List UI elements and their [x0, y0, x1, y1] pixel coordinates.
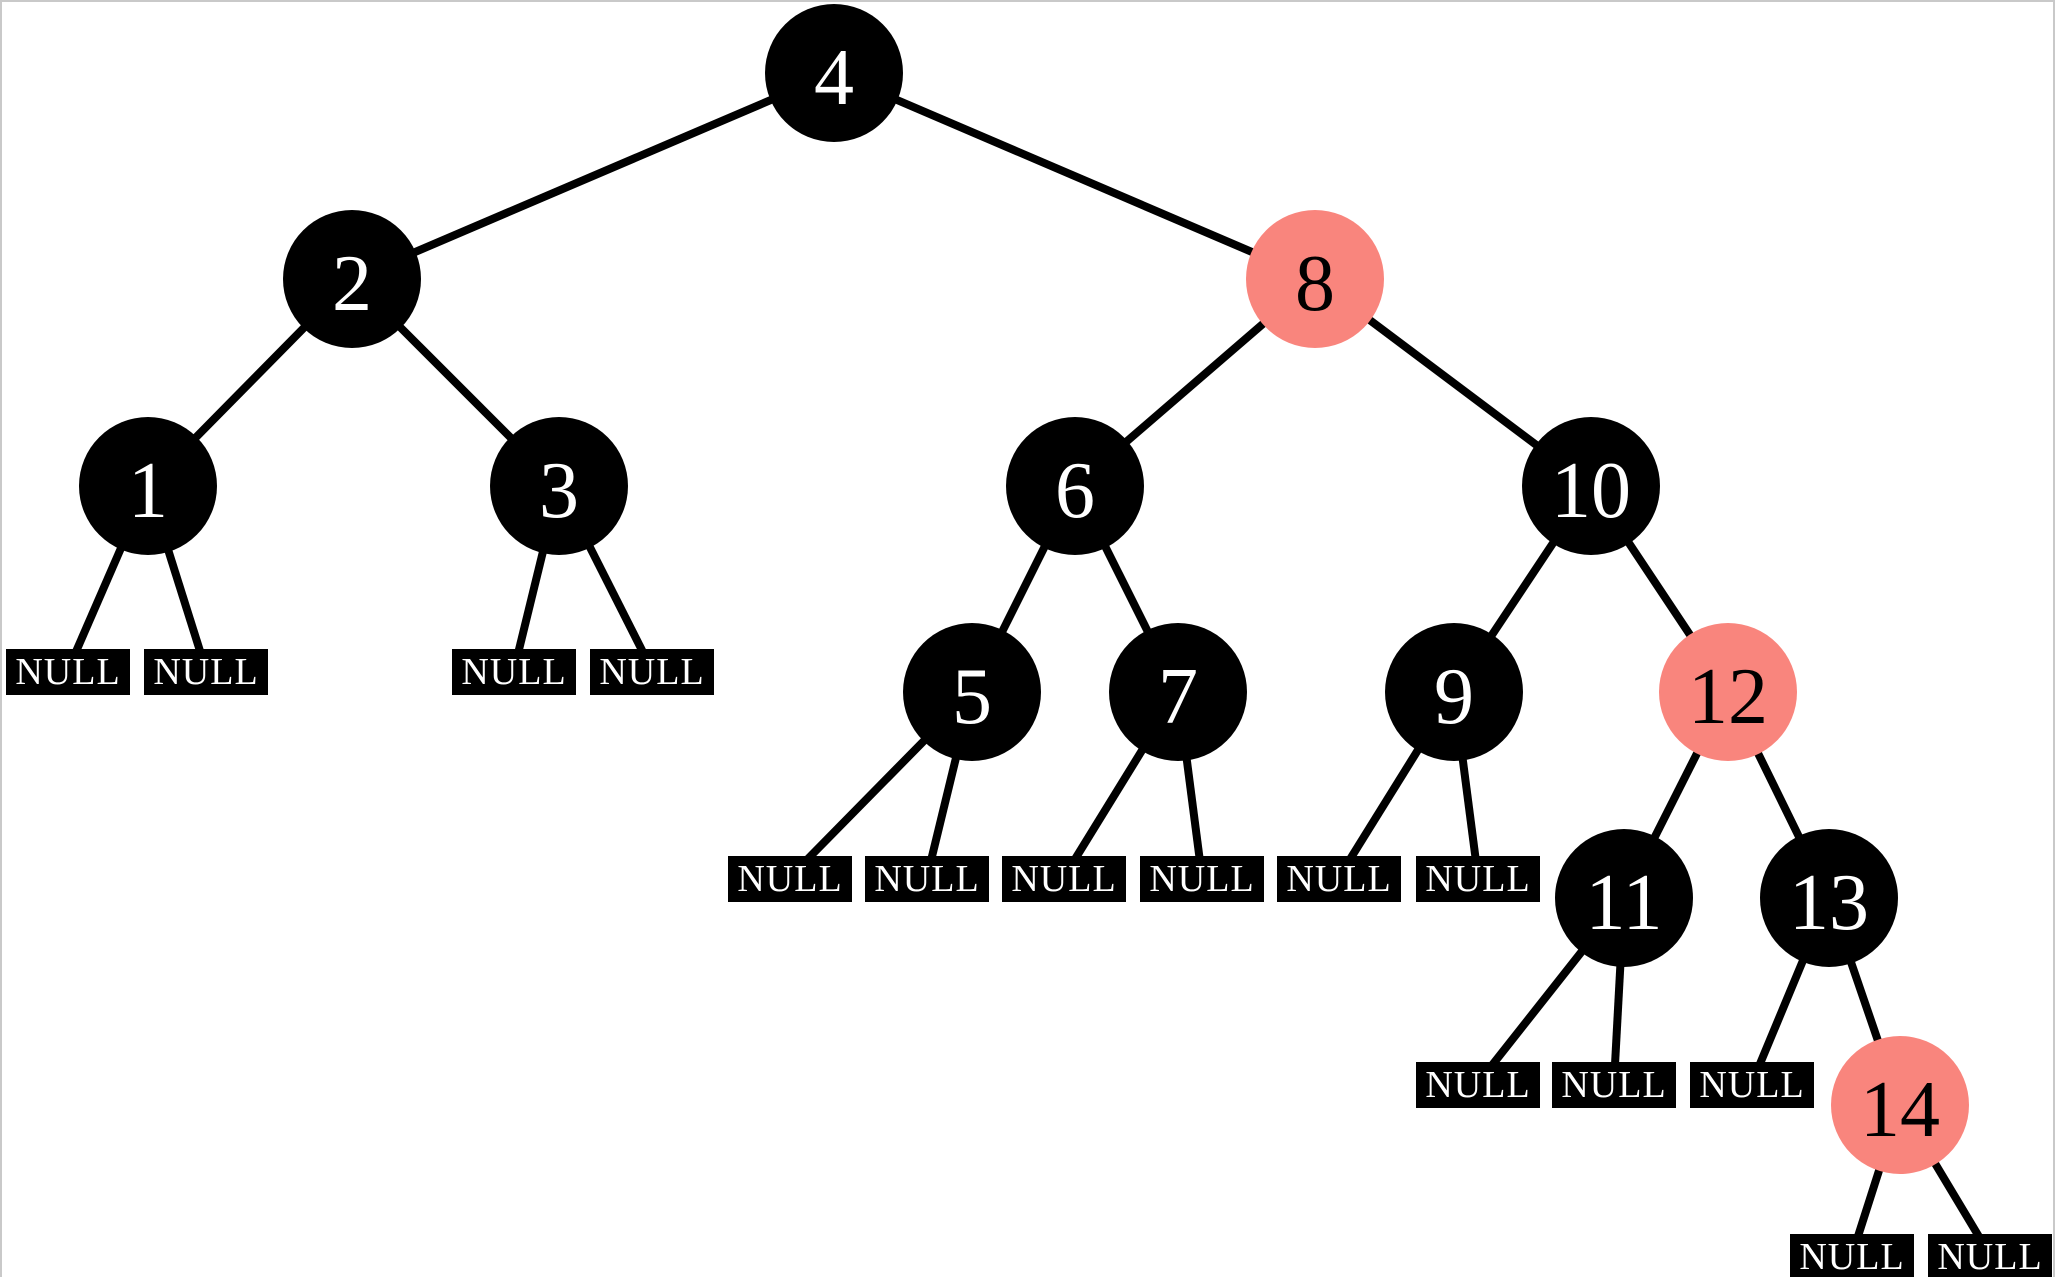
tree-node-1-label: 1 — [128, 447, 168, 535]
tree-node-1: 1 — [79, 417, 217, 555]
null-leaf-1-left: NULL — [6, 649, 130, 695]
tree-node-10-label: 10 — [1551, 447, 1631, 535]
null-leaf-3-right: NULL — [590, 649, 714, 695]
tree-node-11: 11 — [1555, 829, 1693, 967]
null-leaf-13-left: NULL — [1690, 1062, 1814, 1108]
tree-node-11-label: 11 — [1585, 859, 1663, 947]
tree-node-3: 3 — [490, 417, 628, 555]
null-leaf-1-right: NULL — [144, 649, 268, 695]
tree-node-13-label: 13 — [1789, 859, 1869, 947]
tree-node-6: 6 — [1006, 417, 1144, 555]
null-leaf-9-left: NULL — [1277, 856, 1401, 902]
tree-node-8-label: 8 — [1295, 240, 1335, 328]
null-leaf-7-right: NULL — [1140, 856, 1264, 902]
null-leaf-7-left: NULL — [1002, 856, 1126, 902]
tree-node-2: 2 — [283, 210, 421, 348]
edge-4-8 — [832, 69, 1317, 283]
tree-node-12: 12 — [1659, 623, 1797, 761]
tree-node-5-label: 5 — [952, 653, 992, 741]
tree-node-10: 10 — [1522, 417, 1660, 555]
tree-node-2-label: 2 — [332, 240, 372, 328]
tree-node-7-label: 7 — [1158, 653, 1198, 741]
tree-node-14: 14 — [1831, 1036, 1969, 1174]
null-leaf-9-right: NULL — [1416, 856, 1540, 902]
edge-4-2 — [350, 69, 836, 283]
tree-node-7: 7 — [1109, 623, 1247, 761]
tree-node-14-label: 14 — [1860, 1066, 1940, 1154]
tree-node-4: 4 — [765, 4, 903, 142]
tree-node-9: 9 — [1385, 623, 1523, 761]
null-leaf-14-left: NULL — [1790, 1234, 1914, 1277]
tree-node-8: 8 — [1246, 210, 1384, 348]
null-leaf-3-left: NULL — [452, 649, 576, 695]
tree-node-3-label: 3 — [539, 447, 579, 535]
null-leaf-5-left: NULL — [728, 856, 852, 902]
null-leaf-5-right: NULL — [865, 856, 989, 902]
null-leaf-14-right: NULL — [1928, 1234, 2052, 1277]
tree-node-5: 5 — [903, 623, 1041, 761]
tree-node-12-label: 12 — [1688, 653, 1768, 741]
null-leaf-11-left: NULL — [1416, 1062, 1540, 1108]
tree-node-4-label: 4 — [814, 34, 854, 122]
tree-node-6-label: 6 — [1055, 447, 1095, 535]
tree-node-13: 13 — [1760, 829, 1898, 967]
tree-node-9-label: 9 — [1434, 653, 1474, 741]
null-leaf-11-right: NULL — [1552, 1062, 1676, 1108]
